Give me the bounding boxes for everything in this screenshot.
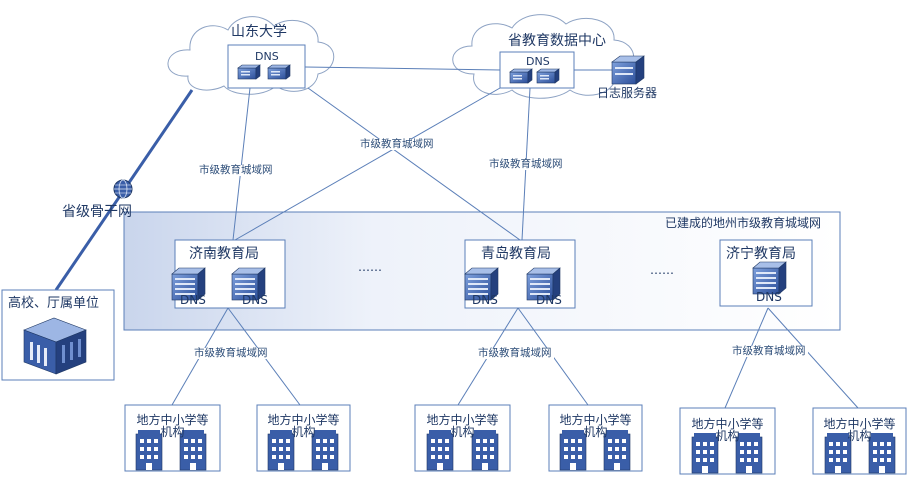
- jining-title: 济宁教育局: [726, 246, 796, 262]
- dns-label: DNS: [242, 293, 268, 307]
- link-lines: [171, 66, 859, 409]
- dns-label: DNS: [526, 55, 550, 68]
- ellipsis: ……: [650, 263, 674, 277]
- school-label: 地方中小学等机构: [426, 413, 499, 439]
- shandong-univ-title: 山东大学: [231, 24, 287, 40]
- school-label: 地方中小学等机构: [691, 417, 764, 443]
- backbone-label: 省级骨干网: [62, 204, 132, 220]
- dns-label: DNS: [472, 293, 498, 307]
- link-label: 市级教育城域网: [730, 345, 808, 357]
- globe-icon: [113, 179, 133, 199]
- link-label: 市级教育城域网: [358, 138, 436, 150]
- ellipsis: ……: [358, 260, 382, 274]
- link-label: 市级教育城域网: [487, 158, 565, 170]
- school-boxes: [124, 404, 907, 475]
- jining-box: [719, 239, 813, 307]
- dns-label: DNS: [180, 293, 206, 307]
- log-server-label: 日志服务器: [597, 86, 658, 100]
- university-units-label: 高校、厅属单位: [8, 296, 100, 311]
- school-label: 地方中小学等机构: [559, 413, 632, 439]
- server-icon: [267, 64, 291, 80]
- server-icon: [536, 68, 560, 84]
- dns-label: DNS: [536, 293, 562, 307]
- school-label: 地方中小学等机构: [823, 417, 896, 443]
- dns-label: DNS: [255, 50, 279, 63]
- data-center-title: 省教育数据中心: [508, 33, 606, 49]
- dns-label: DNS: [756, 290, 782, 304]
- server-icon: [237, 64, 261, 80]
- school-label: 地方中小学等机构: [136, 413, 209, 439]
- school-label: 地方中小学等机构: [267, 413, 340, 439]
- link-label: 市级教育城域网: [476, 347, 554, 359]
- region-label: 已建成的地州市级教育城域网: [665, 216, 822, 230]
- link-label: 市级教育城域网: [197, 164, 275, 176]
- university-building-icon: [23, 317, 87, 375]
- qingdao-title: 青岛教育局: [481, 246, 551, 262]
- log-server-icon: [611, 55, 645, 85]
- server-icon: [509, 68, 533, 84]
- link-label: 市级教育城域网: [192, 347, 270, 359]
- jinan-title: 济南教育局: [189, 246, 259, 262]
